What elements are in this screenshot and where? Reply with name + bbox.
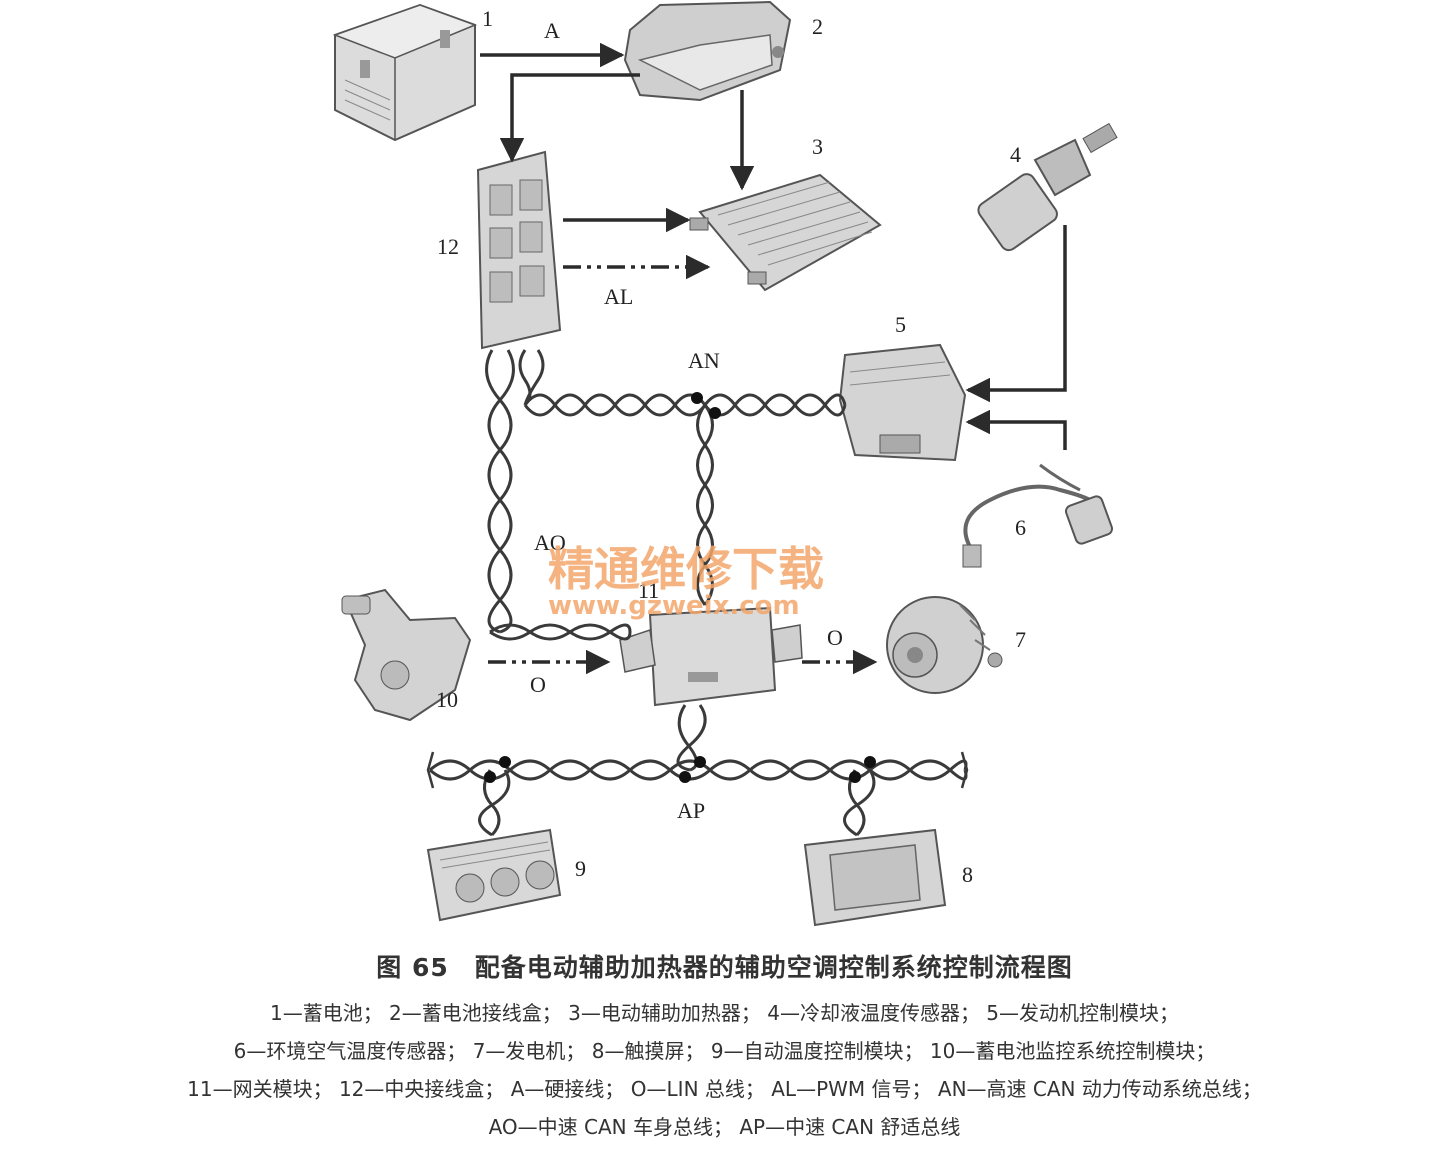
label-2: 2	[812, 14, 823, 39]
caption-title: 图 65 配备电动辅助加热器的辅助空调控制系统控制流程图	[376, 953, 1073, 982]
label-12: 12	[437, 234, 459, 259]
label-10: 10	[436, 687, 458, 712]
component-number-labels: 1 2 3 4 5 6 7 8 9 10 11 12	[436, 6, 1026, 887]
conn-label-o-left: O	[530, 672, 546, 697]
conn-label-ao: AO	[534, 530, 566, 555]
dashed-signal-lines	[488, 254, 878, 675]
can-an-drop	[696, 404, 714, 606]
coolant-temp-sensor-device	[977, 122, 1118, 252]
wire-6-to-5	[965, 409, 1067, 450]
diagram-canvas: 1 2 3 4 5 6 7 8 9 10 11 12 A AL AN AO O …	[332, 0, 1118, 927]
conn-label-ap: AP	[677, 798, 705, 823]
ambient-temp-sensor-device	[962, 463, 1114, 568]
caption-line-3: 11—网关模块； 12—中央接线盒； A—硬接线； O—LIN 总线； AL—P…	[187, 1077, 1262, 1101]
central-junction-box-device	[476, 150, 562, 350]
auto-temp-control-module-device	[426, 828, 562, 922]
touchscreen-device	[803, 828, 947, 927]
can-buses	[428, 349, 968, 837]
battery-junction-box-device	[623, 0, 792, 102]
battery-device	[332, 3, 478, 142]
watermark-text: 精通维修下载	[548, 542, 824, 596]
caption-line-1: 1—蓄电池； 2—蓄电池接线盒； 3—电动辅助加热器； 4—冷却液温度传感器； …	[269, 1001, 1180, 1025]
wire-4-to-5	[965, 225, 1067, 403]
label-6: 6	[1015, 515, 1026, 540]
alternator-device	[886, 596, 1003, 694]
battery-monitor-module-device	[341, 588, 472, 722]
can-an-bus	[523, 393, 847, 417]
label-9: 9	[575, 856, 586, 881]
label-4: 4	[1010, 142, 1021, 167]
label-5: 5	[895, 312, 906, 337]
bus-break-marks	[426, 751, 969, 789]
connection-type-labels: A AL AN AO O O AP	[530, 18, 843, 823]
label-3: 3	[812, 134, 823, 159]
gateway-module-device	[619, 606, 803, 707]
conn-label-al: AL	[604, 284, 633, 309]
electric-aux-heater-device	[689, 173, 882, 292]
label-1: 1	[482, 6, 493, 31]
caption-line-4: AO—中速 CAN 车身总线； AP—中速 CAN 舒适总线	[488, 1115, 961, 1139]
label-7: 7	[1015, 627, 1026, 652]
watermark-url: www.gzweix.com	[548, 591, 800, 621]
conn-label-an: AN	[688, 348, 720, 373]
figure-caption: 图 65 配备电动辅助加热器的辅助空调控制系统控制流程图 1—蓄电池； 2—蓄电…	[0, 948, 1449, 1146]
label-8: 8	[962, 862, 973, 887]
engine-control-module-device	[838, 343, 967, 462]
wire-lines	[480, 42, 1067, 450]
conn-label-a: A	[544, 18, 560, 43]
junction-dots	[484, 392, 876, 783]
wire-2-to-12	[499, 73, 640, 163]
label-11: 11	[638, 578, 659, 603]
watermark: 精通维修下载 www.gzweix.com	[548, 542, 824, 621]
caption-line-2: 6—环境空气温度传感器； 7—发电机； 8—触摸屏； 9—自动温度控制模块； 1…	[233, 1039, 1216, 1063]
conn-label-o-right: O	[827, 625, 843, 650]
